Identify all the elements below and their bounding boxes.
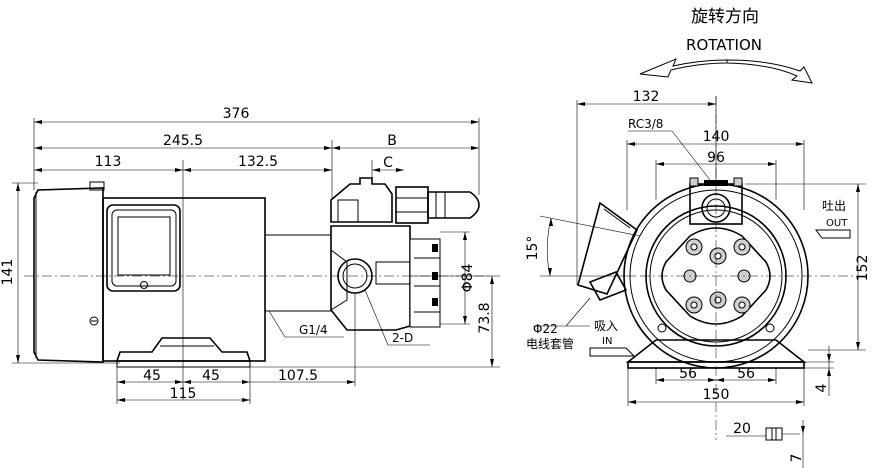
dim-slot-w: 20: [733, 421, 751, 437]
rotation-en-label: ROTATION: [686, 36, 762, 54]
outlet-fitting: [330, 177, 393, 223]
front-view: 132 140 RC3/8 96: [525, 89, 871, 468]
dim-132: 132: [633, 89, 660, 105]
cable-dia-label: Φ22: [533, 322, 558, 336]
rc-label: RC3/8: [628, 117, 663, 131]
motor-end-cap: [33, 187, 104, 363]
flange-bolt-bottom: [432, 298, 438, 306]
dim-port-offset: 107.5: [278, 368, 318, 384]
flange-bolt-top: [432, 244, 438, 252]
inlet-cn-label: 吸入: [594, 319, 618, 333]
holes-label: 2-D: [392, 331, 413, 345]
inlet-arrow-icon: [589, 347, 636, 357]
motor-body: [102, 197, 266, 362]
dim-base-w: 150: [703, 387, 730, 403]
dim-b: B: [387, 133, 397, 149]
rotation-indicator: 旋转方向 ROTATION: [639, 7, 813, 84]
dim-left-section: 113: [95, 154, 122, 170]
slot-detail-icon: [765, 427, 783, 441]
inlet-en-label: IN: [602, 336, 612, 347]
motor-flange: [264, 234, 332, 312]
hose-nipple: [427, 191, 480, 219]
terminal-box-front: [577, 201, 639, 295]
dim-overall-length: 376: [223, 106, 250, 122]
cable-cn-label: 电线套管: [526, 336, 574, 351]
motor-fin-box: [89, 181, 105, 191]
terminal-screw-icon: [140, 281, 148, 289]
dim-flange-dia: Φ84: [460, 263, 476, 292]
ground-screw-icon: [89, 316, 99, 326]
rotation-cn-label: 旋转方向: [691, 7, 759, 27]
rotation-arrow-right: [726, 59, 813, 84]
pump-body-front: [661, 227, 771, 325]
dim-c: C: [383, 155, 393, 171]
dim-angle: 15°: [525, 236, 541, 261]
outlet-en-label: OUT: [826, 218, 848, 229]
outlet-cn-label: 吐出: [822, 199, 846, 213]
side-view: 376 245.5 B 113 132.5 C 141: [0, 106, 500, 404]
dim-shaft-height: 73.8: [477, 302, 493, 333]
g-thread-label: G1/4: [299, 323, 328, 337]
hex-nut: [395, 186, 429, 224]
dim-base-h: 4: [814, 383, 830, 392]
dim-base-right: 45: [202, 368, 220, 384]
dim-slot-h: 7: [789, 454, 805, 463]
terminal-box: [106, 204, 181, 292]
dim-right-section: 132.5: [238, 154, 278, 170]
rotation-arrow-left: [639, 58, 728, 78]
outlet-arrow-icon: [815, 229, 851, 239]
dim-base-l: 56: [679, 366, 697, 382]
dim-base-left: 45: [143, 368, 161, 384]
dim-height: 141: [0, 259, 16, 286]
dim-base-r: 56: [737, 366, 755, 382]
dim-motor-to-port: 245.5: [163, 133, 203, 149]
motor-base: [115, 337, 252, 362]
dim-base-total: 115: [170, 386, 197, 402]
dim-152: 152: [855, 255, 871, 282]
